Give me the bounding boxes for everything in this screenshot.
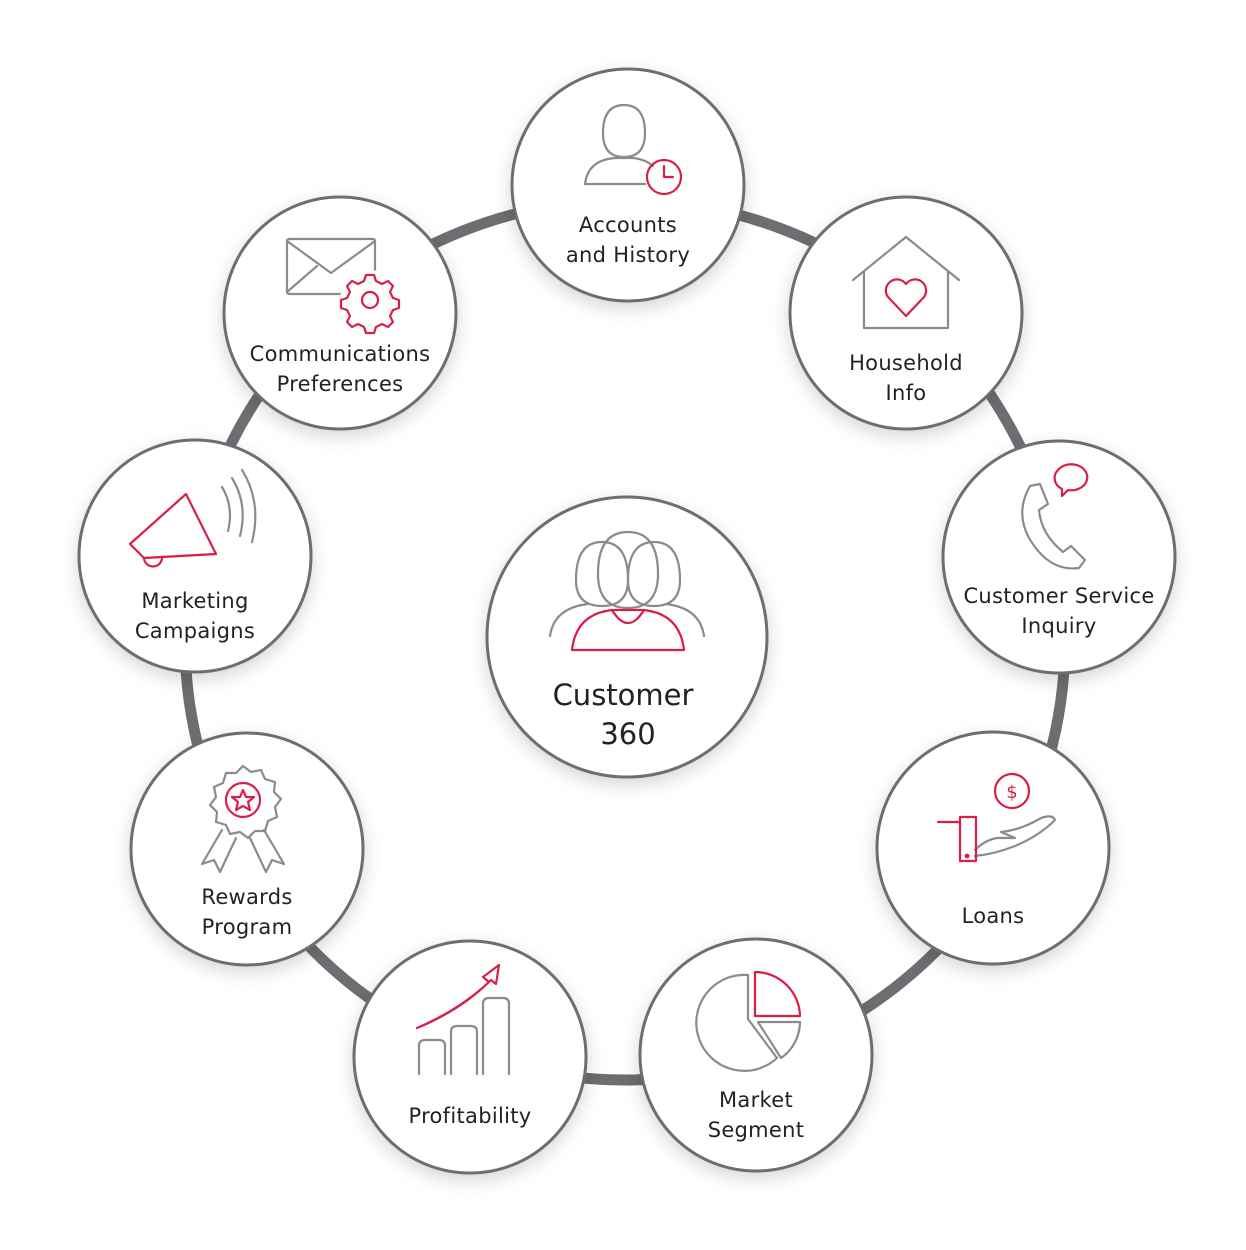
marketing-label-line1: Marketing [141, 589, 248, 613]
phone-chat-icon [1021, 463, 1089, 570]
growth-chart-icon [415, 963, 511, 1076]
profitability-label: Profitability [408, 1104, 531, 1128]
marketing-label-line2: Campaigns [135, 619, 255, 643]
household-label-line2: Info [886, 381, 927, 405]
accounts-label-line1: Accounts [579, 213, 677, 237]
node-accounts-and-history: Accounts and History [510, 67, 746, 303]
user-clock-icon [583, 103, 683, 196]
comms-label-line2: Preferences [277, 372, 404, 396]
customer-group-icon [548, 530, 706, 652]
pie-chart-icon [695, 970, 802, 1072]
node-customer-service-inquiry: Customer Service Inquiry [941, 439, 1177, 675]
node-communications-preferences: Communications Preferences [222, 195, 458, 431]
rewards-label-line2: Program [202, 915, 293, 939]
svg-text:$: $ [1006, 782, 1017, 803]
megaphone-icon [128, 468, 257, 568]
node-loans: $ Loans [875, 730, 1111, 966]
market-label-line1: Market [719, 1088, 793, 1112]
hand-dollar-icon: $ [936, 772, 1057, 863]
center-node: Customer 360 [485, 495, 769, 779]
node-market-segment: Market Segment [638, 937, 874, 1173]
household-label-line1: Household [849, 351, 963, 375]
node-profitability: Profitability [352, 939, 588, 1175]
center-title-line1: Customer [553, 678, 694, 712]
node-marketing-campaigns: Marketing Campaigns [77, 438, 313, 674]
node-rewards-program: Rewards Program [129, 731, 365, 967]
accounts-label-line2: and History [566, 243, 690, 267]
service-label-line1: Customer Service [963, 584, 1154, 608]
comms-label-line1: Communications [250, 342, 431, 366]
house-heart-icon [851, 235, 961, 330]
loans-label: Loans [962, 904, 1025, 928]
center-title-line2: 360 [600, 717, 655, 751]
node-household-info: Household Info [788, 195, 1024, 431]
service-label-line2: Inquiry [1021, 614, 1096, 638]
mail-gear-icon [285, 237, 401, 335]
rewards-label-line1: Rewards [201, 885, 292, 909]
award-ribbon-icon [200, 764, 286, 874]
market-label-line2: Segment [708, 1118, 805, 1142]
